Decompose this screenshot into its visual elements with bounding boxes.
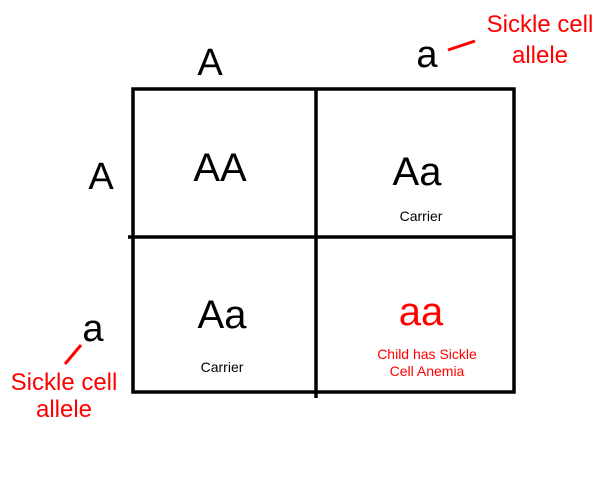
- annotation-top-line1: Sickle cell: [487, 11, 594, 38]
- cell-Aa-top-genotype: Aa: [393, 150, 443, 194]
- cell-AA-genotype: AA: [193, 146, 247, 190]
- row-header-A: A: [88, 156, 114, 198]
- cell-aa-note-line1: Child has Sickle: [377, 346, 477, 362]
- annotation-left-line1: Sickle cell: [11, 369, 118, 396]
- annotation-top-line2: allele: [512, 42, 568, 69]
- grid: [128, 87, 516, 398]
- cell-Aa-top-note: Carrier: [400, 208, 443, 224]
- grid-border: [131, 87, 516, 394]
- annotation-left-line2: allele: [36, 396, 92, 423]
- cell-Aa-bottom-genotype: Aa: [198, 293, 248, 337]
- cell-aa-genotype: aa: [399, 290, 444, 334]
- pointer-line-left: [63, 344, 83, 365]
- cell-aa-note-line2: Cell Anemia: [390, 363, 465, 379]
- column-header-A: A: [197, 42, 223, 84]
- row-header-a: a: [82, 308, 104, 350]
- cell-Aa-bottom-note: Carrier: [201, 359, 244, 375]
- pointer-line-top: [447, 39, 476, 52]
- column-header-a: a: [416, 34, 438, 76]
